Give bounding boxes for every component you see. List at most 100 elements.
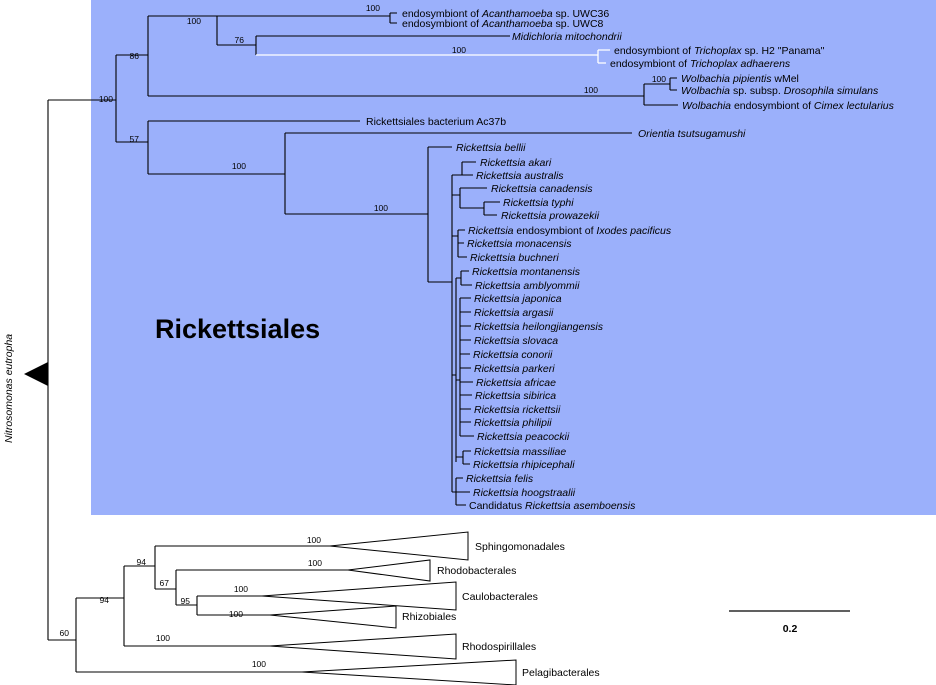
branch-node-100-acanthamoeba	[217, 12, 397, 24]
taxon-rickettsia: Rickettsia monacensis	[467, 238, 572, 250]
rhizobiales-triangle	[269, 605, 397, 629]
branch-rickettsia-crown	[428, 175, 453, 492]
bootstrap-label: 100	[99, 94, 113, 104]
branch-node-60	[48, 598, 77, 672]
taxon-rickettsia: Rickettsia parkeri	[474, 363, 555, 375]
branch-typhus-group	[452, 187, 500, 216]
bootstrap-label: 86	[130, 51, 140, 61]
clade-label: Caulobacterales	[462, 591, 538, 603]
bootstrap-label: 95	[181, 596, 191, 606]
rhodobacterales-triangle	[347, 559, 431, 582]
branch-sfg-core	[456, 297, 474, 437]
rhodospirillales-triangle	[269, 633, 457, 660]
branch-felis-group	[452, 477, 470, 506]
branch-node-95	[176, 596, 198, 615]
branch-akari-australis	[452, 161, 476, 176]
bootstrap-label: 100	[187, 16, 201, 26]
branch-massiliae-rhipicephali	[456, 450, 471, 465]
bootstrap-label: 67	[160, 578, 170, 588]
taxon-rickettsia: Rickettsia sibirica	[475, 390, 556, 402]
branch-trichoplax-highlighted	[256, 49, 610, 64]
taxon-wolbachia-drosophila: Wolbachia sp. subsp. Drosophila simulans	[681, 85, 879, 97]
taxon-rickettsia: Rickettsia africae	[476, 377, 556, 389]
bootstrap-label: 94	[137, 557, 147, 567]
taxon-ac37b: Rickettsiales bacterium Ac37b	[366, 116, 506, 128]
sphingomonadales-triangle	[329, 531, 469, 561]
bootstrap-label: 100	[232, 161, 246, 171]
bootstrap-values: 100 100 76 100 86 100 100 100 57 100 100…	[60, 3, 667, 669]
scale-bar: 0.2	[729, 610, 850, 635]
taxon-rickettsia-ixodes: Rickettsia endosymbiont of Ixodes pacifi…	[468, 225, 672, 237]
branch-node-100-top	[148, 15, 218, 45]
taxon-rickettsia: Rickettsia conorii	[473, 349, 553, 361]
branch-node-94-b	[76, 566, 125, 646]
bootstrap-label: 100	[234, 584, 248, 594]
bootstrap-label: 76	[235, 35, 245, 45]
branch-node-100-wolbachia-small	[644, 77, 677, 91]
caulobacterales-triangle	[261, 581, 457, 611]
branch-node-76	[217, 36, 257, 55]
taxon-rickettsia: Rickettsia rhipicephali	[473, 459, 575, 471]
taxon-orientia: Orientia tsutsugamushi	[638, 128, 746, 140]
collapsed-clade-labels: Sphingomonadales Rhodobacterales Cauloba…	[402, 541, 600, 679]
branch-montanensis-amblyommii	[456, 270, 472, 286]
branch-node-57	[116, 121, 149, 174]
taxon-rickettsia: Rickettsia akari	[480, 157, 552, 169]
clade-label: Rhodospirillales	[462, 641, 536, 653]
taxon-rickettsia: Rickettsia japonica	[474, 293, 562, 305]
taxon-trichoplax-h2: endosymbiont of Trichoplax sp. H2 "Panam…	[614, 45, 825, 57]
branch-node-100-wolbachia	[148, 84, 645, 105]
outgroup-label: Nitrosomonas eutropha	[3, 334, 15, 443]
bootstrap-label: 100	[374, 203, 388, 213]
branch-node-100-root	[48, 55, 117, 142]
bootstrap-label: 100	[252, 659, 266, 669]
taxon-wolbachia-pipientis: Wolbachia pipientis wMel	[681, 73, 799, 85]
taxon-rickettsia: Rickettsia philipii	[474, 417, 552, 429]
rickettsiales-highlight-box	[91, 0, 936, 515]
taxon-rickettsia: Rickettsia heilongjiangensis	[474, 321, 604, 333]
taxon-rickettsia: Rickettsia felis	[466, 473, 534, 485]
branch-node-94-a	[124, 546, 156, 589]
bootstrap-label: 100	[584, 85, 598, 95]
taxon-rickettsia: Rickettsia argasii	[474, 307, 554, 319]
taxon-midichloria: Midichloria mitochondrii	[512, 31, 622, 43]
branch-node-67	[155, 570, 177, 605]
branch-node-86	[116, 16, 149, 96]
taxon-rickettsia: Rickettsia rickettsii	[474, 404, 561, 416]
scale-bar-label: 0.2	[783, 623, 798, 635]
nitrosomonas-triangle	[24, 362, 48, 386]
clade-title-rickettsiales: Rickettsiales	[155, 314, 320, 344]
taxon-wolbachia-cimex: Wolbachia endosymbiont of Cimex lectular…	[682, 100, 895, 112]
bootstrap-label: 57	[130, 134, 140, 144]
clade-label: Sphingomonadales	[475, 541, 565, 553]
taxon-rickettsia: Rickettsia canadensis	[491, 183, 593, 195]
bootstrap-label: 100	[452, 45, 466, 55]
taxon-trichoplax-adhaerens: endosymbiont of Trichoplax adhaerens	[610, 58, 791, 70]
taxon-rickettsia-asemboensis: Candidatus Rickettsia asemboensis	[469, 500, 636, 512]
taxon-rickettsia: Rickettsia montanensis	[472, 266, 581, 278]
taxon-rickettsia: Rickettsia typhi	[503, 197, 574, 209]
collapsed-clades	[24, 362, 517, 685]
pelagibacterales-triangle	[301, 659, 517, 685]
taxon-acanthamoeba-uwc36: endosymbiont of Acanthamoeba sp. UWC36	[402, 8, 609, 20]
bootstrap-label: 94	[100, 595, 110, 605]
bootstrap-label: 100	[229, 609, 243, 619]
bootstrap-label: 100	[652, 74, 666, 84]
clade-label: Pelagibacterales	[522, 667, 600, 679]
taxon-rickettsia: Rickettsia buchneri	[470, 252, 559, 264]
branch-ixodes-monacensis	[452, 229, 467, 258]
bootstrap-label: 100	[308, 558, 322, 568]
taxon-rickettsia: Rickettsia massiliae	[474, 446, 566, 458]
bootstrap-label: 60	[60, 628, 70, 638]
taxon-rickettsia: Rickettsia australis	[476, 170, 564, 182]
taxon-rickettsia: Rickettsia amblyommii	[475, 280, 580, 292]
branch-node-100-orientia	[148, 133, 286, 214]
bootstrap-label: 100	[156, 633, 170, 643]
branch-node-100-rickettsia	[285, 147, 429, 282]
taxon-acanthamoeba-uwc8: endosymbiont of Acanthamoeba sp. UWC8	[402, 18, 604, 30]
bootstrap-label: 100	[307, 535, 321, 545]
branch-spotted-fever-group	[452, 278, 457, 462]
clade-label: Rhodobacterales	[437, 565, 516, 577]
taxon-rickettsia: Rickettsia slovaca	[474, 335, 558, 347]
